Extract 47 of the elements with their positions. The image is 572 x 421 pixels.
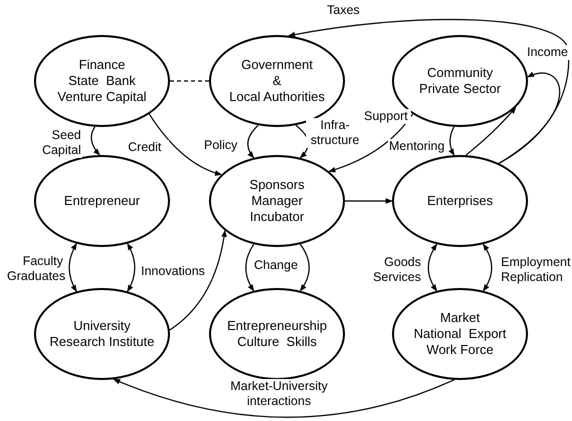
arrow bbox=[482, 244, 492, 292]
ellipse-node bbox=[392, 288, 528, 380]
arrow bbox=[148, 114, 222, 176]
edge-label: Innovations bbox=[140, 264, 212, 279]
node-text: Entrepreneur bbox=[64, 193, 140, 209]
node-text: Private Sector bbox=[419, 81, 501, 97]
node-text: Enterprises bbox=[427, 193, 493, 209]
arrow bbox=[113, 378, 454, 418]
node-text: Market bbox=[440, 310, 480, 326]
node-text: Community bbox=[427, 65, 493, 81]
node-text: University bbox=[73, 318, 131, 334]
arrow bbox=[90, 126, 100, 156]
arrow bbox=[498, 72, 560, 164]
node-text: State Bank bbox=[68, 73, 136, 89]
node-text: Culture Skills bbox=[237, 334, 317, 350]
arrow bbox=[345, 198, 393, 204]
arrow bbox=[126, 243, 136, 292]
node-text: Incubator bbox=[250, 209, 304, 225]
arrow bbox=[247, 124, 259, 158]
arrow bbox=[448, 126, 455, 156]
node-text: Government bbox=[241, 57, 313, 73]
ellipse-node bbox=[209, 155, 345, 247]
node-text: Manager bbox=[251, 193, 303, 209]
arrow bbox=[428, 244, 438, 292]
arrow bbox=[300, 244, 310, 292]
node-text: & bbox=[272, 73, 282, 89]
dashed-connector bbox=[170, 80, 209, 82]
edge-label: Employment Replication bbox=[500, 255, 572, 285]
edge-label: Support bbox=[363, 109, 411, 124]
node-text: Finance bbox=[78, 57, 126, 73]
node-text: Research Institute bbox=[50, 334, 154, 350]
edge-label: Income bbox=[526, 45, 572, 60]
arrow bbox=[328, 114, 414, 172]
node-text: Sponsors bbox=[250, 177, 304, 193]
ellipse-node bbox=[392, 155, 528, 247]
arrow bbox=[245, 244, 254, 292]
node-text: National Export bbox=[414, 326, 506, 342]
ellipse-node bbox=[34, 288, 170, 380]
arrow bbox=[169, 230, 227, 330]
arrow bbox=[466, 106, 516, 156]
node-text: Venture Capital bbox=[58, 89, 146, 105]
node-text: Local Authorities bbox=[229, 89, 325, 105]
ellipse-node bbox=[34, 35, 170, 127]
arrow bbox=[68, 243, 78, 292]
node-text: Work Force bbox=[426, 342, 494, 358]
node-text: Entrepreneurship bbox=[227, 318, 327, 334]
arrow bbox=[288, 18, 570, 164]
